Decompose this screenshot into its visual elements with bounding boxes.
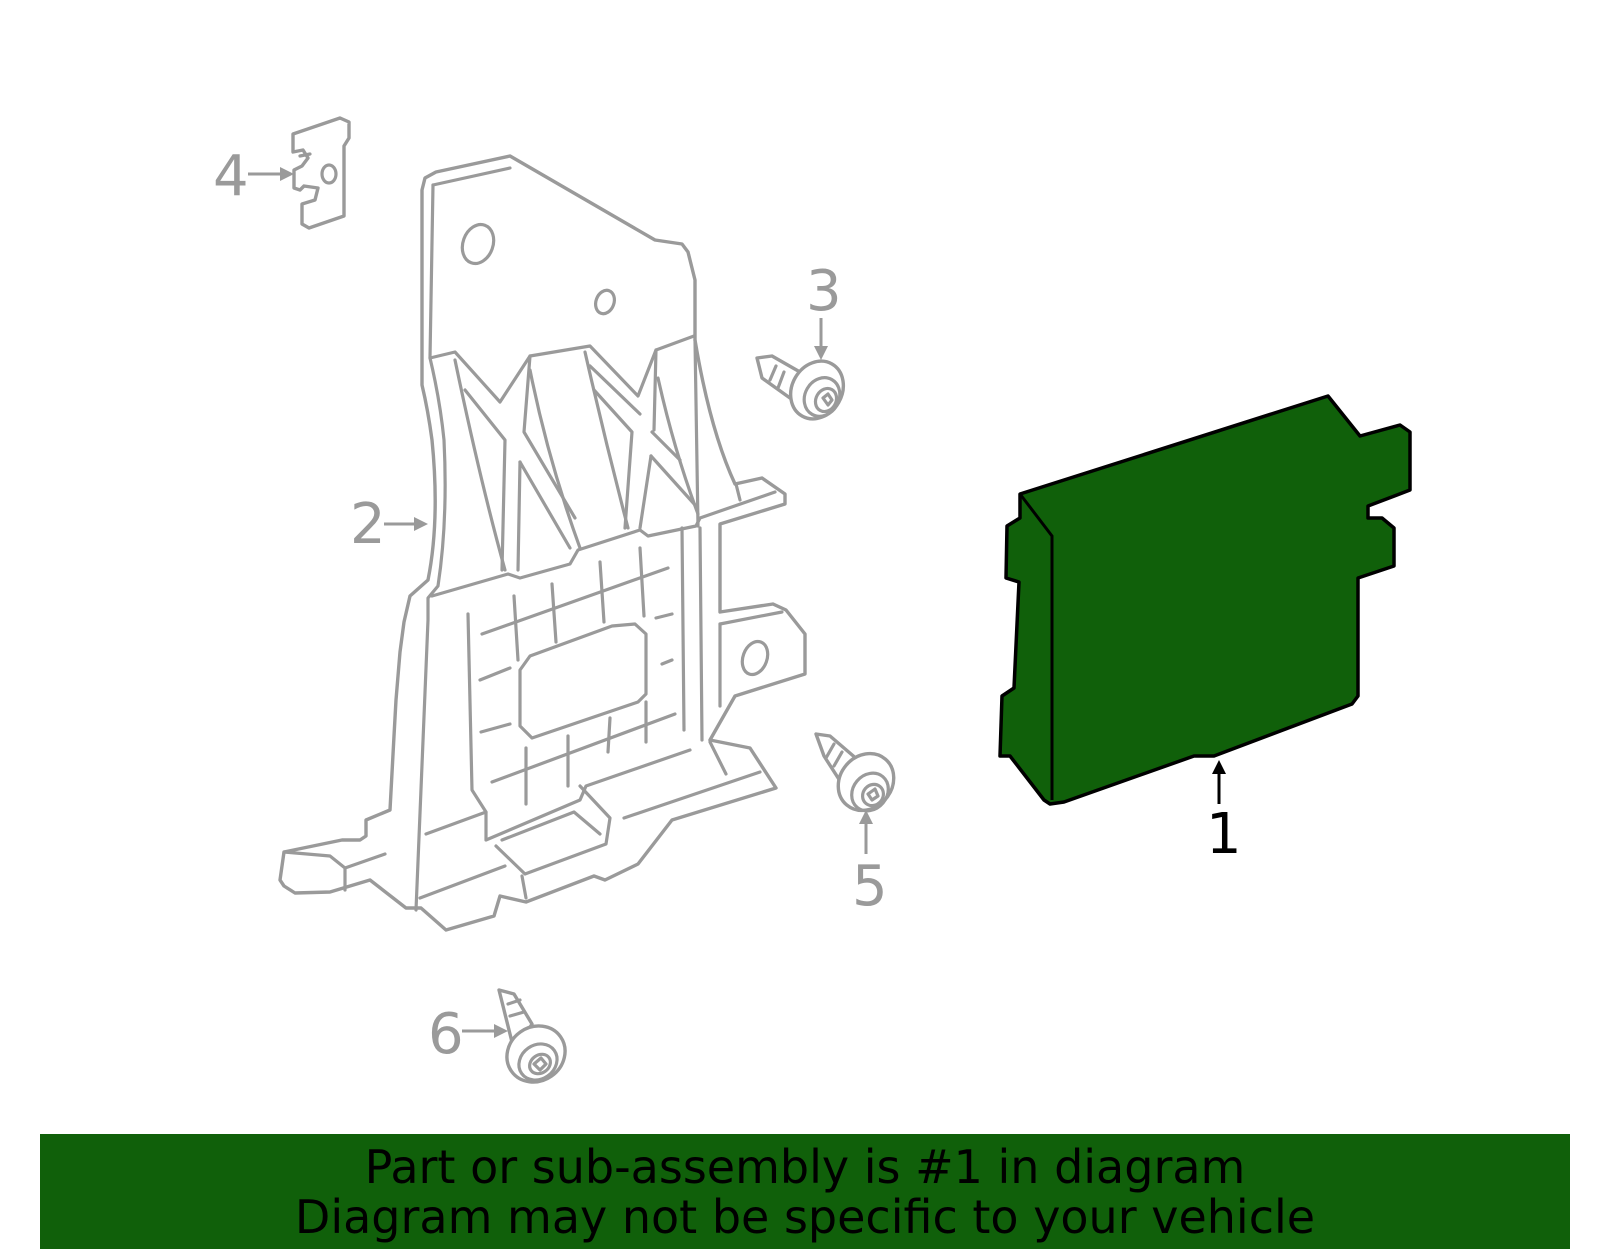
- callout-2-label: 2: [350, 492, 386, 557]
- part-1-module[interactable]: [998, 394, 1412, 806]
- callout-6: 6: [428, 1002, 508, 1067]
- callout-2: 2: [350, 492, 428, 557]
- banner-line-2: Diagram may not be specific to your vehi…: [294, 1189, 1316, 1244]
- info-banner: Part or sub-assembly is #1 in diagram Di…: [40, 1134, 1570, 1249]
- part-6-bolt[interactable]: [496, 988, 576, 1093]
- part-3-bolt[interactable]: [755, 352, 854, 429]
- callout-3-label: 3: [806, 259, 842, 324]
- banner-line-1: Part or sub-assembly is #1 in diagram: [364, 1139, 1246, 1194]
- part-2-bracket[interactable]: [278, 154, 807, 932]
- callout-1-label: 1: [1206, 802, 1242, 867]
- callout-3: 3: [806, 259, 842, 360]
- callout-4: 4: [213, 144, 294, 209]
- callout-1: 1: [1206, 760, 1242, 867]
- part-4-clip[interactable]: [291, 116, 351, 230]
- callout-4-label: 4: [213, 144, 249, 209]
- callout-5-label: 5: [852, 854, 888, 919]
- callout-6-label: 6: [428, 1002, 464, 1067]
- part-5-bolt[interactable]: [814, 732, 905, 822]
- callout-5: 5: [852, 810, 888, 919]
